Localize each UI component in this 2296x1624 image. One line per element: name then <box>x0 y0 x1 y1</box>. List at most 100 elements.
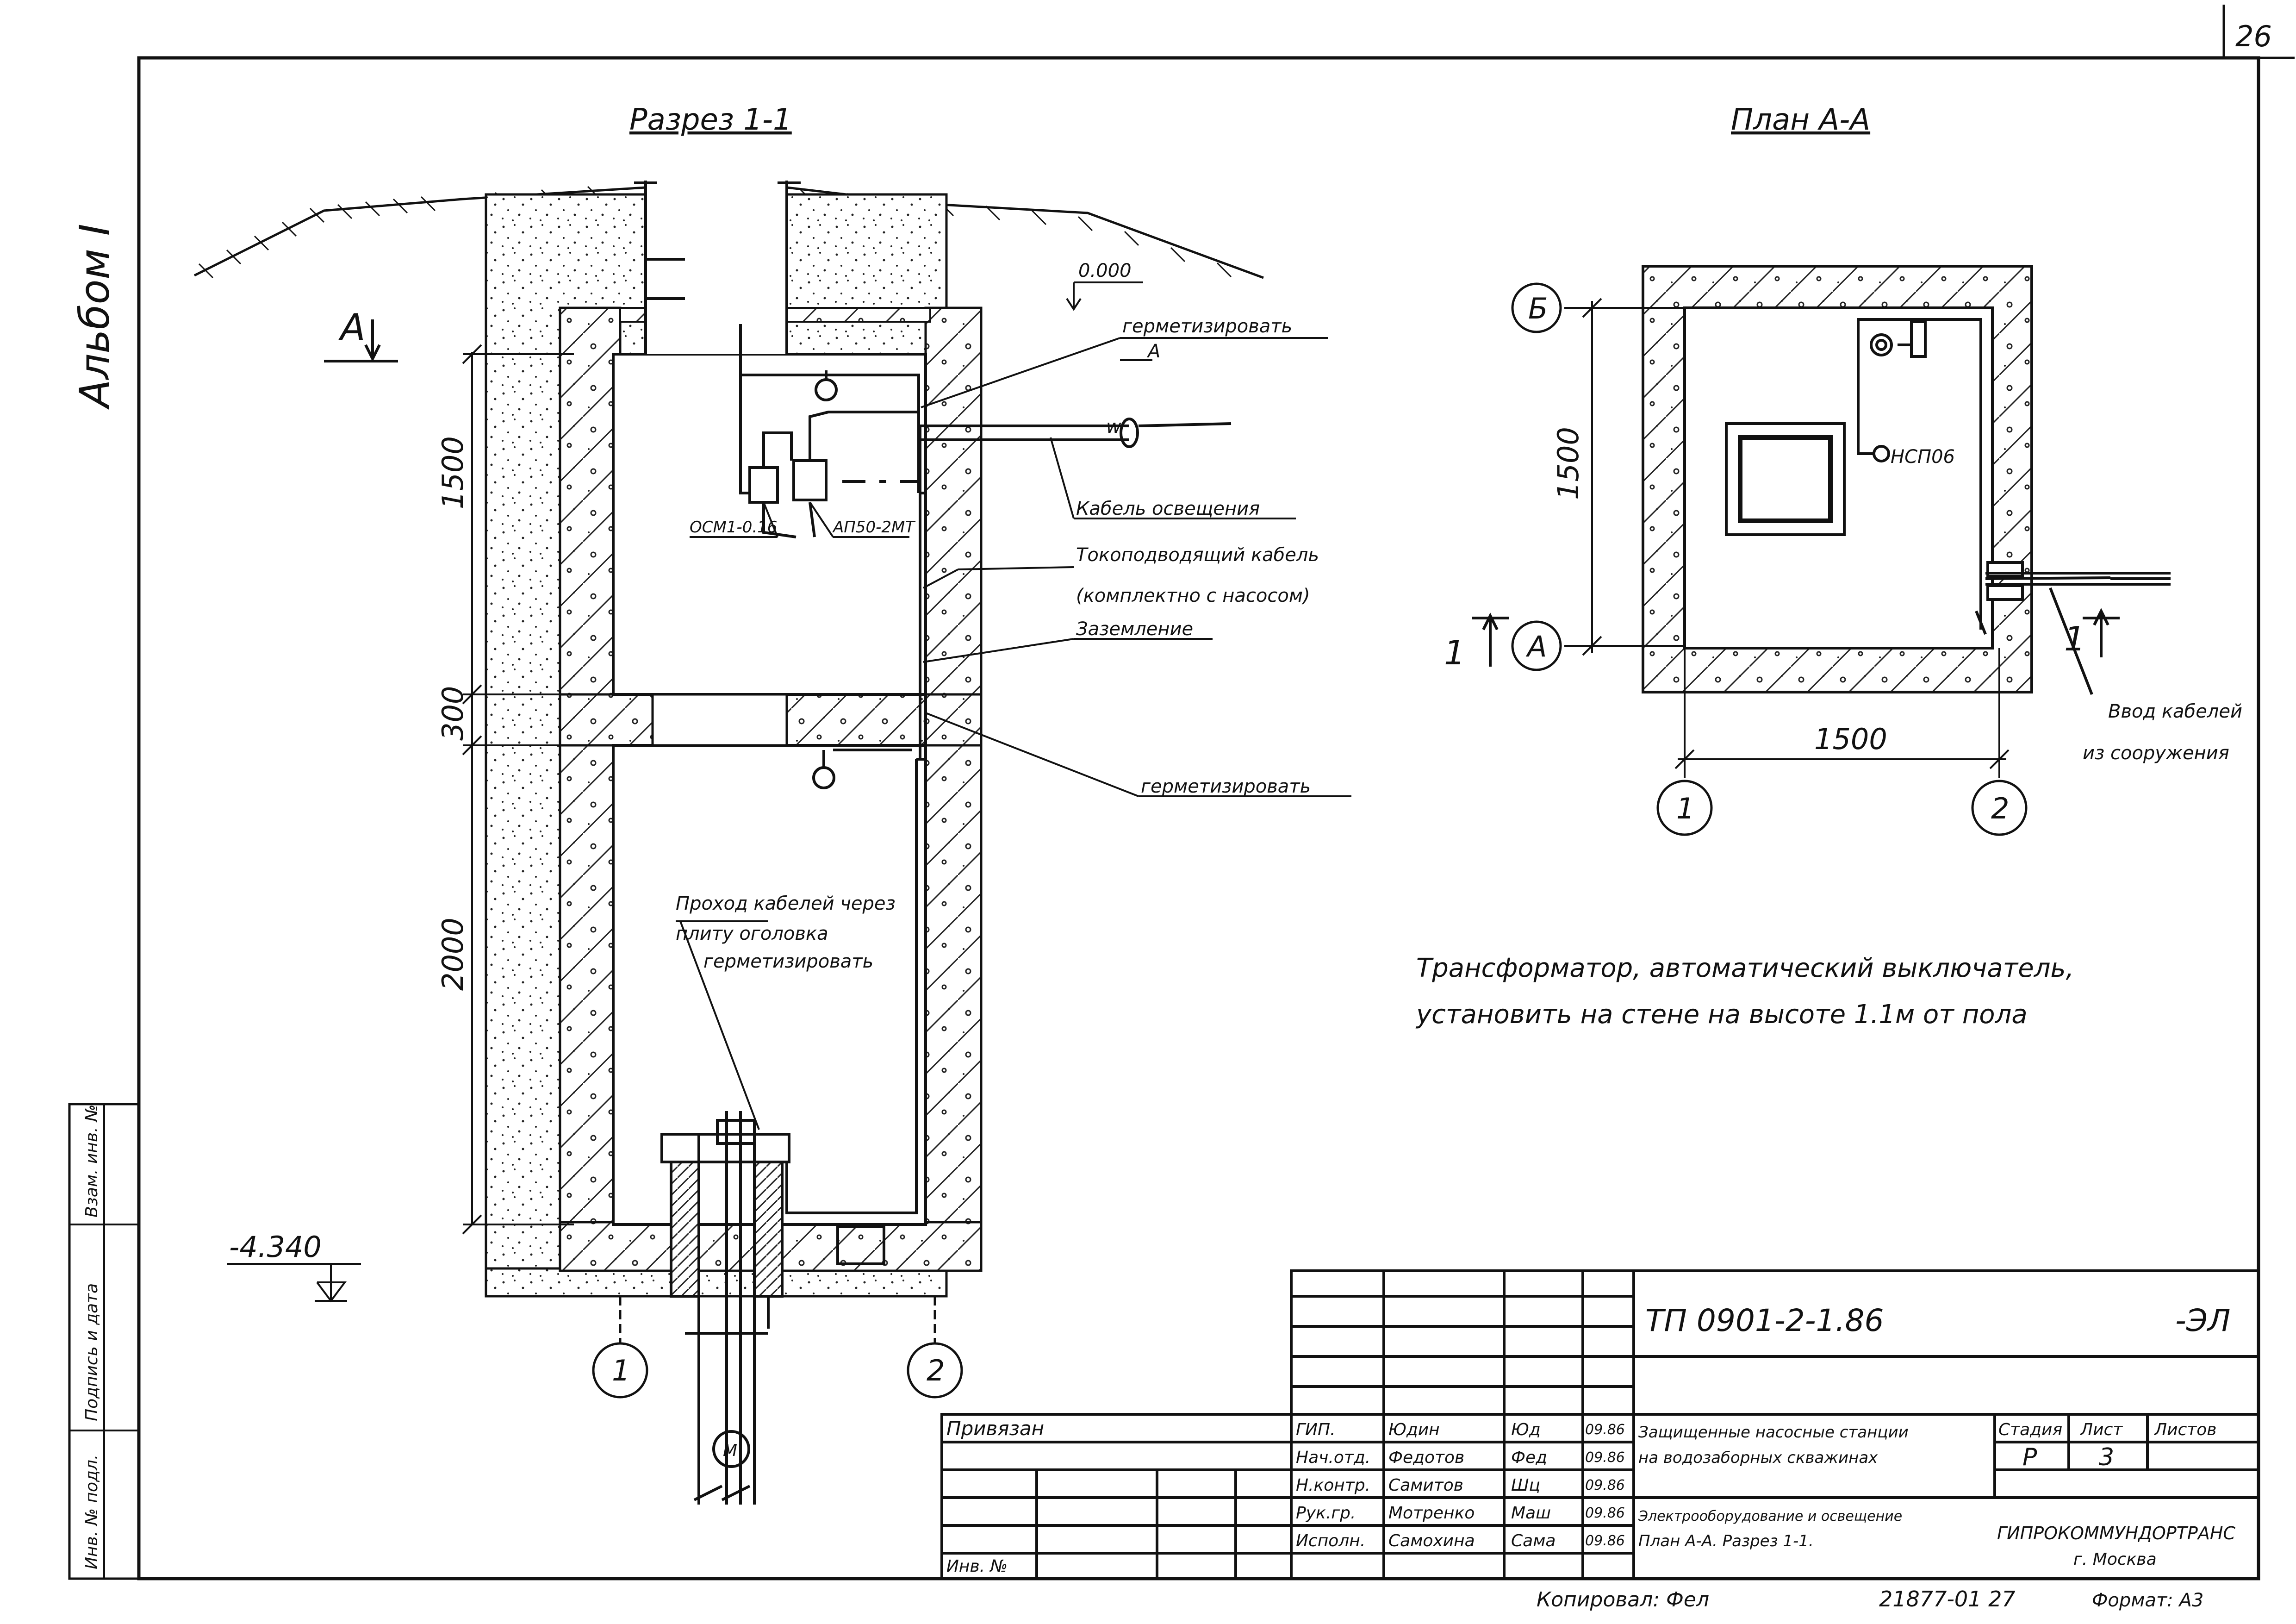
equipment-wiring <box>739 324 920 538</box>
date-5: 09.86 <box>1585 1533 1625 1549</box>
privyazan-label: Привязан <box>946 1417 1044 1440</box>
sheet-title-2: План А-А. Разрез 1-1. <box>1638 1532 1814 1550</box>
plan-dim-v: 1500 <box>1551 427 1585 500</box>
dimension-line-left <box>462 344 574 1235</box>
plan-title: План А-А <box>1731 103 1870 137</box>
doc-suffix: -ЭЛ <box>2175 1303 2231 1338</box>
note-line-1: Трансформатор, автоматический выключател… <box>1416 953 2074 983</box>
format-label: Формат: А3 <box>2092 1590 2203 1611</box>
copied-sign: Фел <box>1666 1588 1709 1612</box>
name-3: Самитов <box>1388 1476 1463 1495</box>
date-3: 09.86 <box>1585 1477 1625 1493</box>
stage-header: Стадия <box>1998 1420 2062 1439</box>
name-1: Юдин <box>1388 1420 1440 1439</box>
plan-dimensions <box>1564 298 2010 778</box>
role-ruk-gr: Рук.гр. <box>1296 1504 1356 1523</box>
plan-axis-1-bubble <box>1656 780 1713 836</box>
axis-1-bubble <box>592 1342 648 1399</box>
leader-lines <box>676 337 1351 1130</box>
date-1: 09.86 <box>1585 1422 1625 1438</box>
sign-1: Юд <box>1511 1420 1541 1439</box>
plan-lamp-icon <box>1873 445 1890 462</box>
plan-axis-A-label: А <box>1525 630 1547 663</box>
seal-top-label: герметизировать <box>1122 316 1292 337</box>
date-2: 09.86 <box>1585 1449 1625 1466</box>
sheet-number: 26 <box>2235 19 2272 53</box>
name-5: Самохина <box>1388 1531 1475 1550</box>
plan-cut-1-left: 1 <box>1444 633 1465 672</box>
cable-power-label: Токоподводящий кабель <box>1076 544 1319 566</box>
plan-axis-B-bubble <box>1511 282 1562 333</box>
dim-300-label: 300 <box>436 686 470 741</box>
section-marker-A-arrow <box>324 319 398 362</box>
sign-3: Шц <box>1511 1476 1540 1495</box>
plan-entry-label-2: из сооружения <box>2083 743 2229 764</box>
role-ispoln: Исполн. <box>1296 1531 1365 1550</box>
section-marker-A: А <box>338 306 366 349</box>
marker-A-right: А <box>1146 341 1160 362</box>
role-nach-otd: Нач.отд. <box>1296 1448 1370 1467</box>
access-shaft <box>646 176 787 354</box>
passage-label-2: плиту оголовка <box>676 923 828 944</box>
level-bottom-label: -4.340 <box>229 1230 322 1264</box>
section-drawing: Разрез 1-1 <box>193 103 1351 1505</box>
sign-4: Маш <box>1511 1504 1551 1523</box>
doc-title-1: Защищенные насосные станции <box>1638 1423 1909 1442</box>
dim-1500-label: 1500 <box>436 436 470 509</box>
transformer-label: ОСМ1-0.16 <box>690 518 777 537</box>
margin-inv-podl: Инв. № подл. <box>82 1455 101 1569</box>
date-4: 09.86 <box>1585 1505 1625 1521</box>
hatch-opening <box>651 693 788 747</box>
wellhead <box>660 1111 885 1505</box>
role-n-kontr: Н.контр. <box>1296 1476 1370 1495</box>
org-name: ГИПРОКОММУНДОРТРАНС <box>1997 1523 2235 1543</box>
wall-right <box>924 306 983 1272</box>
plan-axis-2-bubble <box>1971 780 2028 836</box>
sheet-header: Лист <box>2079 1420 2123 1439</box>
inv-no-label: Инв. № <box>946 1557 1008 1576</box>
sign-5: Сама <box>1511 1531 1556 1550</box>
motor-label: M <box>723 1441 737 1460</box>
plan-axis-A-bubble <box>1511 620 1562 671</box>
stage-value: Р <box>2022 1443 2037 1471</box>
copied-label: Копировал: <box>1537 1588 1660 1612</box>
plan-drawing: План А-А НСП06 <box>1444 103 2242 836</box>
dim-2000-label: 2000 <box>436 918 470 991</box>
name-4: Мотренко <box>1388 1504 1475 1523</box>
plan-entry-label-1: Ввод кабелей <box>2108 701 2242 722</box>
name-2: Федотов <box>1388 1448 1464 1467</box>
plan-axis-B-label: Б <box>1528 292 1548 325</box>
archive-number: 21877-01 27 <box>1879 1587 2016 1612</box>
sheet-value: 3 <box>2099 1443 2114 1471</box>
org-city: г. Москва <box>2073 1550 2157 1569</box>
wall-left <box>559 306 622 1272</box>
seal-mid-label: герметизировать <box>1141 776 1311 797</box>
plan-wiring <box>1857 318 1987 635</box>
axis-1-label: 1 <box>612 1354 630 1387</box>
grounding-label: Заземление <box>1076 618 1193 640</box>
sump-icon <box>836 1225 885 1265</box>
plan-dim-h: 1500 <box>1814 722 1887 756</box>
base-slab <box>485 1267 948 1298</box>
motor-icon <box>712 1430 750 1468</box>
plan-axis-1-label: 1 <box>1676 792 1694 825</box>
level-mark-top <box>1066 281 1143 311</box>
section-title: Разрез 1-1 <box>629 103 792 137</box>
cable-light-label: Кабель освещения <box>1076 498 1260 519</box>
sheets-header: Листов <box>2153 1420 2216 1439</box>
sign-2: Фед <box>1511 1448 1547 1467</box>
plan-cable-entry <box>1985 561 2171 601</box>
passage-label-3: герметизировать <box>703 951 873 972</box>
level-top-label: 0.000 <box>1078 260 1132 281</box>
signature-rows: ГИП. Нач.отд. Н.контр. Рук.гр. Исполн. Ю… <box>1296 1420 1625 1550</box>
level-mark-bottom <box>227 1263 361 1303</box>
plan-cut-1-right: 1 <box>2064 619 2085 658</box>
sheet-title-1: Электрооборудование и освещение <box>1638 1508 1902 1524</box>
passage-label-1: Проход кабелей через <box>676 893 896 914</box>
margin-vzam: Взам. инв. № <box>82 1105 101 1218</box>
margin-podpis: Подпись и дата <box>82 1283 101 1421</box>
doc-code: ТП 0901-2-1.86 <box>1645 1303 1884 1338</box>
role-gip: ГИП. <box>1296 1420 1336 1439</box>
axis-2-label: 2 <box>927 1354 945 1387</box>
title-block <box>940 1269 2260 1580</box>
